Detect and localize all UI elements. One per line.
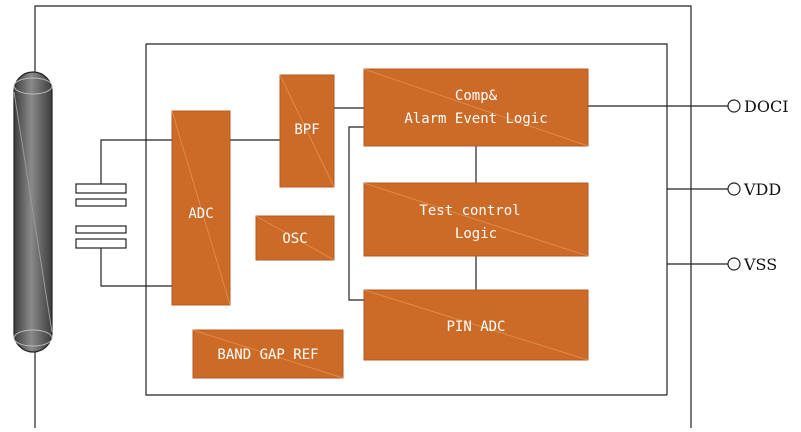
- pin-circle-icon: [727, 257, 741, 271]
- pin-circle-icon: [727, 99, 741, 113]
- comp-alarm-logic-block: Comp& Alarm Event Logic: [363, 68, 589, 147]
- pin-vdd-label: VDD: [743, 180, 781, 199]
- pin-adc-label: PIN ADC: [446, 319, 505, 335]
- pin-vdd: VDD: [727, 180, 781, 199]
- crystal-capacitor-icon: [75, 139, 172, 287]
- pin-circle-icon: [727, 182, 741, 196]
- adc-block: ADC: [171, 110, 231, 306]
- test-control-logic-block: Test control Logic: [363, 182, 589, 257]
- bandgap-label: BAND GAP REF: [217, 347, 318, 363]
- outer-enclosure: [34, 5, 692, 428]
- adc-label: ADC: [188, 206, 213, 222]
- test-label-line2: Logic: [455, 226, 497, 242]
- osc-label: OSC: [282, 231, 307, 247]
- bandgap-ref-block: BAND GAP REF: [192, 329, 344, 379]
- bpf-block: BPF: [279, 74, 335, 188]
- pin-doci-label: DOCI: [744, 97, 789, 116]
- bpf-label: BPF: [294, 122, 319, 138]
- chip-boundary: [145, 43, 668, 396]
- pin-adc-block: PIN ADC: [363, 289, 589, 361]
- wires: [230, 105, 728, 301]
- sensor-tube-icon: [13, 71, 53, 353]
- comp-label-line1: Comp&: [455, 88, 498, 104]
- pin-vss: VSS: [727, 255, 777, 274]
- comp-label-line2: Alarm Event Logic: [404, 111, 547, 127]
- test-label-line1: Test control: [419, 203, 520, 219]
- pin-doci: DOCI: [727, 97, 789, 116]
- osc-block: OSC: [255, 215, 335, 261]
- pin-vss-label: VSS: [743, 255, 777, 274]
